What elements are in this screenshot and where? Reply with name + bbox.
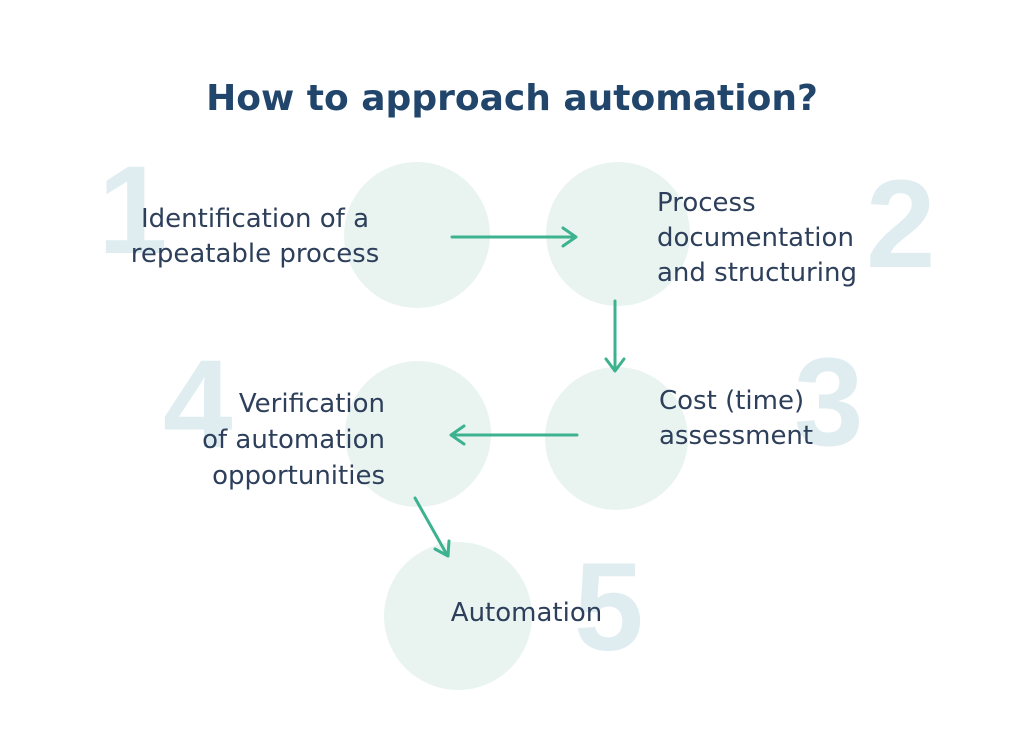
step-5-number-watermark: 5	[574, 538, 644, 677]
step-1-circle	[344, 162, 490, 308]
step-1-label: Identification of a repeatable process	[130, 204, 380, 269]
step-4-number-watermark: 4	[163, 335, 233, 474]
step-5-label: Automation	[450, 598, 603, 628]
step-2-number-watermark: 2	[866, 155, 936, 294]
step-4-label: Verification of automation opportunities	[202, 389, 385, 491]
step-3-number-watermark: 3	[794, 333, 864, 472]
page-title: How to approach automation?	[206, 78, 818, 120]
step-1-number-watermark: 1	[98, 141, 168, 280]
step-3-circle	[545, 367, 688, 510]
arrow-step2-to-step3	[604, 299, 626, 373]
step-2-label: Process documentation and structuring	[657, 188, 857, 288]
step-3-label: Cost (time) assessment	[659, 386, 814, 451]
step-5-circle	[384, 542, 532, 690]
